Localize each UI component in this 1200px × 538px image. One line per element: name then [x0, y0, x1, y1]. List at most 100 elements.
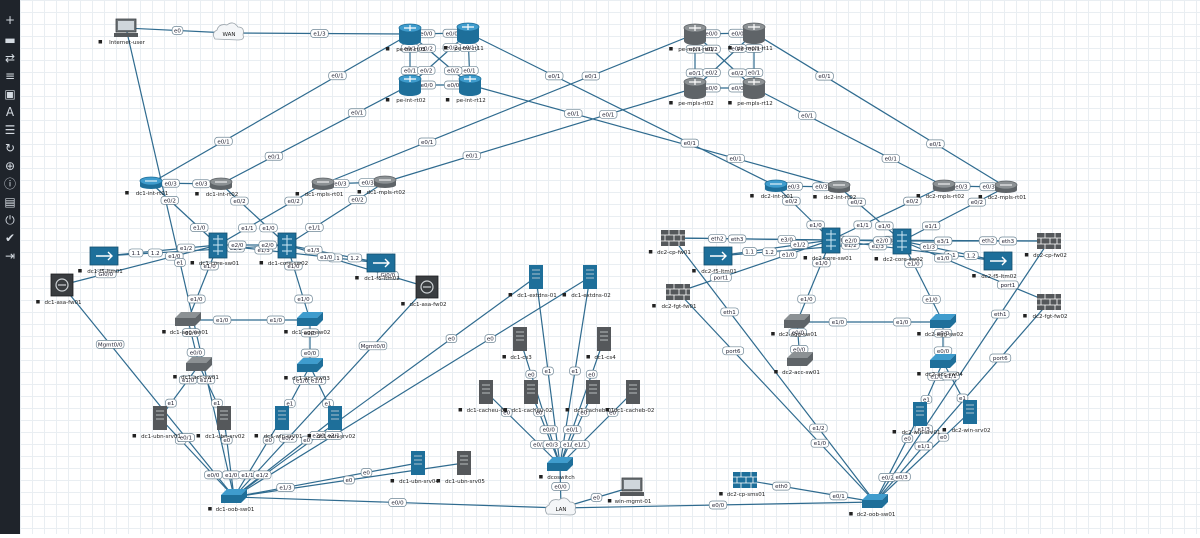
node-dc1-cacheb-02[interactable]: dc1-cacheb-02	[605, 380, 655, 414]
node-internet-user[interactable]: Internet-user	[98, 18, 146, 46]
node-dc1-int-rt01[interactable]: dc1-int-rt01	[125, 176, 168, 197]
node-dcoswitch[interactable]: dcoswitch	[539, 457, 575, 481]
port-label: port6	[989, 353, 1012, 363]
node-dc1-cacheu-01[interactable]: dc1-cacheu-01	[458, 380, 508, 414]
toolbar: + ▬ ⇄ ≡ ▣ A ☰ ↻ ⊕ ⓘ ▤ ⏻ ✔ ⇥	[0, 0, 20, 534]
node-pe-int-rt11[interactable]: pe-int-rt11	[443, 22, 484, 52]
node-dc1-extdns-02[interactable]: dc1-extdns-02	[562, 265, 611, 299]
node-dc1-extdns-01[interactable]: dc1-extdns-01	[508, 265, 557, 299]
zoom-icon[interactable]: ⊕	[4, 159, 16, 173]
node-dc1-core-sw01[interactable]: dc1-core-sw01	[190, 232, 240, 267]
node-dc2-fgt-fw02[interactable]: dc2-fgt-fw02	[1023, 294, 1067, 320]
node-dc1-oob-sw01[interactable]: dc1-oob-sw01	[208, 489, 254, 513]
node-lan[interactable]: LAN	[545, 497, 576, 516]
node-dc1-cacheu-02[interactable]: dc1-cacheu-02	[503, 380, 553, 414]
node-dc2-mpls-rt02[interactable]: dc2-mpls-rt02	[916, 179, 965, 200]
node-pe-int-rt01[interactable]: pe-int-rt01	[385, 23, 426, 53]
node-dc2-cp-fw02[interactable]: dc2-cp-fw02	[1024, 233, 1067, 259]
lab-details-icon[interactable]: ▤	[4, 195, 16, 209]
port-label-text: e1/2	[844, 243, 856, 249]
logout-icon[interactable]: ⇥	[4, 249, 16, 263]
port-label-text: e0	[609, 410, 616, 416]
node-win-mgmt-01[interactable]: win-mgmt-01	[607, 477, 652, 505]
node-dc1-ubn-srv02[interactable]: dc1-ubn-srv02	[196, 406, 245, 440]
text-icon[interactable]: A	[5, 105, 15, 119]
port-label: e0/2	[417, 66, 436, 75]
node-dc1-ubn-srv04[interactable]: dc1-ubn-srv04	[390, 451, 440, 485]
node-dc1-acc-sw01[interactable]: dc1-acc-sw01	[173, 357, 219, 381]
node-status-icon	[436, 479, 441, 483]
node-dc2-mpls-rt01[interactable]: dc2-mpls-rt01	[978, 180, 1027, 201]
port-label: e1/1	[941, 371, 960, 381]
node-dc1-win-srv02[interactable]: dc1-win-srv02	[307, 406, 356, 440]
node-dc1-ubn-srv01[interactable]: dc1-ubn-srv01	[132, 406, 181, 440]
port-label-text: e0/3	[334, 181, 347, 187]
port-label: e0/3	[812, 182, 831, 192]
list-icon[interactable]: ☰	[4, 123, 16, 137]
info-icon[interactable]: ⓘ	[3, 177, 16, 191]
node-status-icon	[132, 434, 137, 438]
power-icon[interactable]: ⏻	[5, 213, 15, 227]
node-wan[interactable]: WAN	[213, 22, 244, 41]
port-label: e1/0	[922, 294, 941, 304]
port-label: e1/0	[806, 220, 825, 230]
port-label: 1.2	[147, 248, 163, 258]
port-label-text: e0/1	[351, 111, 363, 117]
node-dc2-agg-sw01[interactable]: dc2-agg-sw01	[771, 314, 817, 338]
node-dc1-cs4[interactable]: dc1-cs4	[586, 327, 616, 361]
node-dc2-core-sw02[interactable]: dc2-core-sw02	[874, 228, 924, 263]
port-label: e1/0	[294, 294, 313, 304]
node-dc2-cp-fw01[interactable]: dc2-cp-fw01	[648, 230, 691, 256]
node-dc2-agg-sw02[interactable]: dc2-agg-sw02	[917, 314, 963, 338]
node-dc1-agg-sw01[interactable]: dc1-agg-sw01	[162, 312, 208, 336]
node-dc2-win-srv01[interactable]: dc2-win-srv01	[892, 402, 941, 436]
check-icon[interactable]: ✔	[4, 231, 16, 245]
node-dc2-int-rt02[interactable]: dc2-int-rt02	[813, 180, 856, 201]
node-dc1-asa-fw01[interactable]: dc1-asa-fw01	[36, 273, 81, 306]
refresh-icon[interactable]: ↻	[4, 141, 16, 155]
node-dc1-f5-ltm01[interactable]: dc1-f5-ltm01	[78, 246, 123, 275]
node-pe-mpls-rt02[interactable]: pe-mpls-rt02	[669, 77, 714, 107]
node-pe-mpls-rt01[interactable]: pe-mpls-rt01	[669, 23, 714, 53]
picture-icon[interactable]: ▣	[4, 87, 16, 101]
node-dc1-ubn-srv05[interactable]: dc1-ubn-srv05	[436, 451, 486, 485]
node-dc1-cs3[interactable]: dc1-cs3	[502, 327, 532, 361]
node-dc2-int-rt01[interactable]: dc2-int-rt01	[750, 179, 793, 200]
node-pe-int-rt12[interactable]: pe-int-rt12	[445, 74, 486, 104]
node-dc2-acc-sw04[interactable]: dc2-acc-sw04	[917, 354, 963, 378]
node-pe-mpls-rt12[interactable]: pe-mpls-rt12	[728, 77, 773, 107]
node-pe-mpls-rt11[interactable]: pe-mpls-rt11	[728, 22, 773, 52]
node-dc1-int-rt02[interactable]: dc1-int-rt02	[195, 177, 238, 198]
node-dc2-cp-sms01[interactable]: dc2-cp-sms01	[719, 472, 765, 498]
add-icon[interactable]: +	[4, 13, 16, 27]
port-label-text: e0/3	[195, 182, 208, 188]
port-label-text: e1/0	[297, 297, 310, 303]
port-label: e1/0	[779, 250, 798, 259]
node-dc1-agg-sw02[interactable]: dc1-agg-sw02	[284, 312, 330, 336]
node-dc2-win-srv02[interactable]: dc2-win-srv02	[942, 400, 991, 434]
node-dc2-f5-ltm02[interactable]: dc2-f5-ltm02	[972, 251, 1017, 280]
port-label: e1	[211, 398, 223, 408]
node-dc2-f5-ltm01[interactable]: dc2-f5-ltm01	[692, 246, 737, 275]
node-dc2-fgt-fw01[interactable]: dc2-fgt-fw01	[652, 284, 696, 310]
node-dc2-oob-sw01[interactable]: dc2-oob-sw01	[849, 494, 895, 518]
networks-icon[interactable]: ⇄	[4, 51, 16, 65]
nodes-icon[interactable]: ▬	[4, 33, 16, 47]
port-label: e0/3	[542, 440, 562, 449]
startup-config-icon[interactable]: ≡	[4, 69, 16, 83]
node-pe-int-rt02[interactable]: pe-int-rt02	[385, 74, 426, 104]
node-dc1-mpls-rt02[interactable]: dc1-mpls-rt02	[357, 175, 406, 196]
node-dc1-cacheb-01[interactable]: dc1-cacheb-01	[565, 380, 615, 414]
node-dc2-core-sw01[interactable]: dc2-core-sw01	[803, 227, 853, 262]
node-dc1-acc-sw03[interactable]: dc1-acc-sw03	[284, 358, 330, 382]
node-dc1-mpls-rt01[interactable]: dc1-mpls-rt01	[295, 177, 344, 198]
node-dc1-core-sw02[interactable]: dc1-core-sw02	[259, 232, 309, 267]
node-dc1-f5-ltm02[interactable]: dc1-f5-ltm02	[355, 253, 400, 282]
port-label-text: e1/1	[925, 224, 937, 230]
link-dc2-cp-sms01-dc2-oob-sw01	[744, 479, 876, 503]
port-label-text: e0/2	[351, 198, 363, 204]
node-dc1-win-srv01[interactable]: dc1-win-srv01	[254, 406, 303, 440]
node-dc2-acc-sw01[interactable]: dc2-acc-sw01	[774, 352, 820, 376]
node-dc1-asa-fw02[interactable]: dc1-asa-fw02	[401, 275, 446, 308]
